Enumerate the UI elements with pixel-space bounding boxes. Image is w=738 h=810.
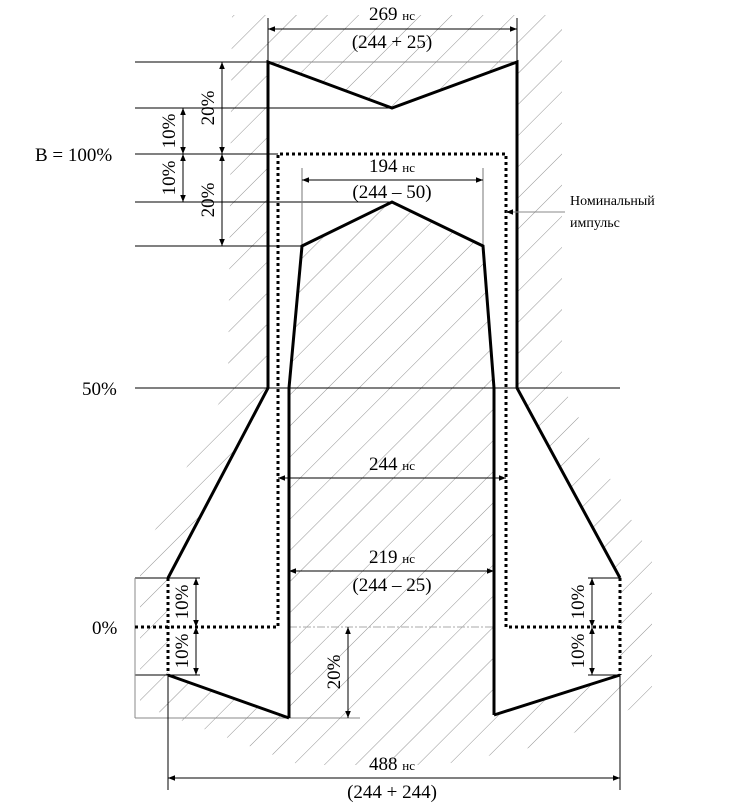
percent-label: 10% (568, 584, 589, 619)
percent-label: 10% (568, 633, 589, 668)
nominal-width-label: 244 нс (369, 454, 415, 475)
percent-label: 20% (198, 90, 219, 125)
outer-mask-bottom-right (493, 673, 621, 717)
outer-mask-left (166, 59, 622, 579)
inner-top-width-formula: (244 – 50) (352, 182, 431, 203)
base-width-formula: (244 + 244) (347, 782, 437, 803)
nominal-pulse-label: Номинальный (570, 194, 655, 209)
percent-label: 10% (172, 633, 193, 668)
inner-top-width-label: 194 нс (369, 156, 415, 177)
inner-bottom-width-label: 219 нс (369, 547, 415, 568)
top-width-label: 269 нс (369, 4, 415, 25)
nominal-pulse-label: импульс (570, 216, 620, 231)
percent-label: 10% (159, 113, 180, 148)
outer-mask-bottom-left (167, 673, 290, 720)
inner-mask (287, 200, 496, 718)
level-50-label: 50% (82, 379, 117, 400)
percent-label: 10% (159, 160, 180, 195)
top-width-formula: (244 + 25) (352, 32, 432, 53)
base-width-label: 488 нс (369, 754, 415, 775)
percent-label: 20% (198, 182, 219, 217)
level-0-label: 0% (92, 618, 118, 639)
inner-bottom-width-formula: (244 – 25) (352, 575, 431, 596)
percent-label: 10% (172, 584, 193, 619)
percent-label: 20% (324, 654, 345, 689)
dimension-arrows (168, 26, 620, 781)
reference-lines (134, 18, 621, 790)
level-100-label: B = 100% (35, 145, 112, 166)
